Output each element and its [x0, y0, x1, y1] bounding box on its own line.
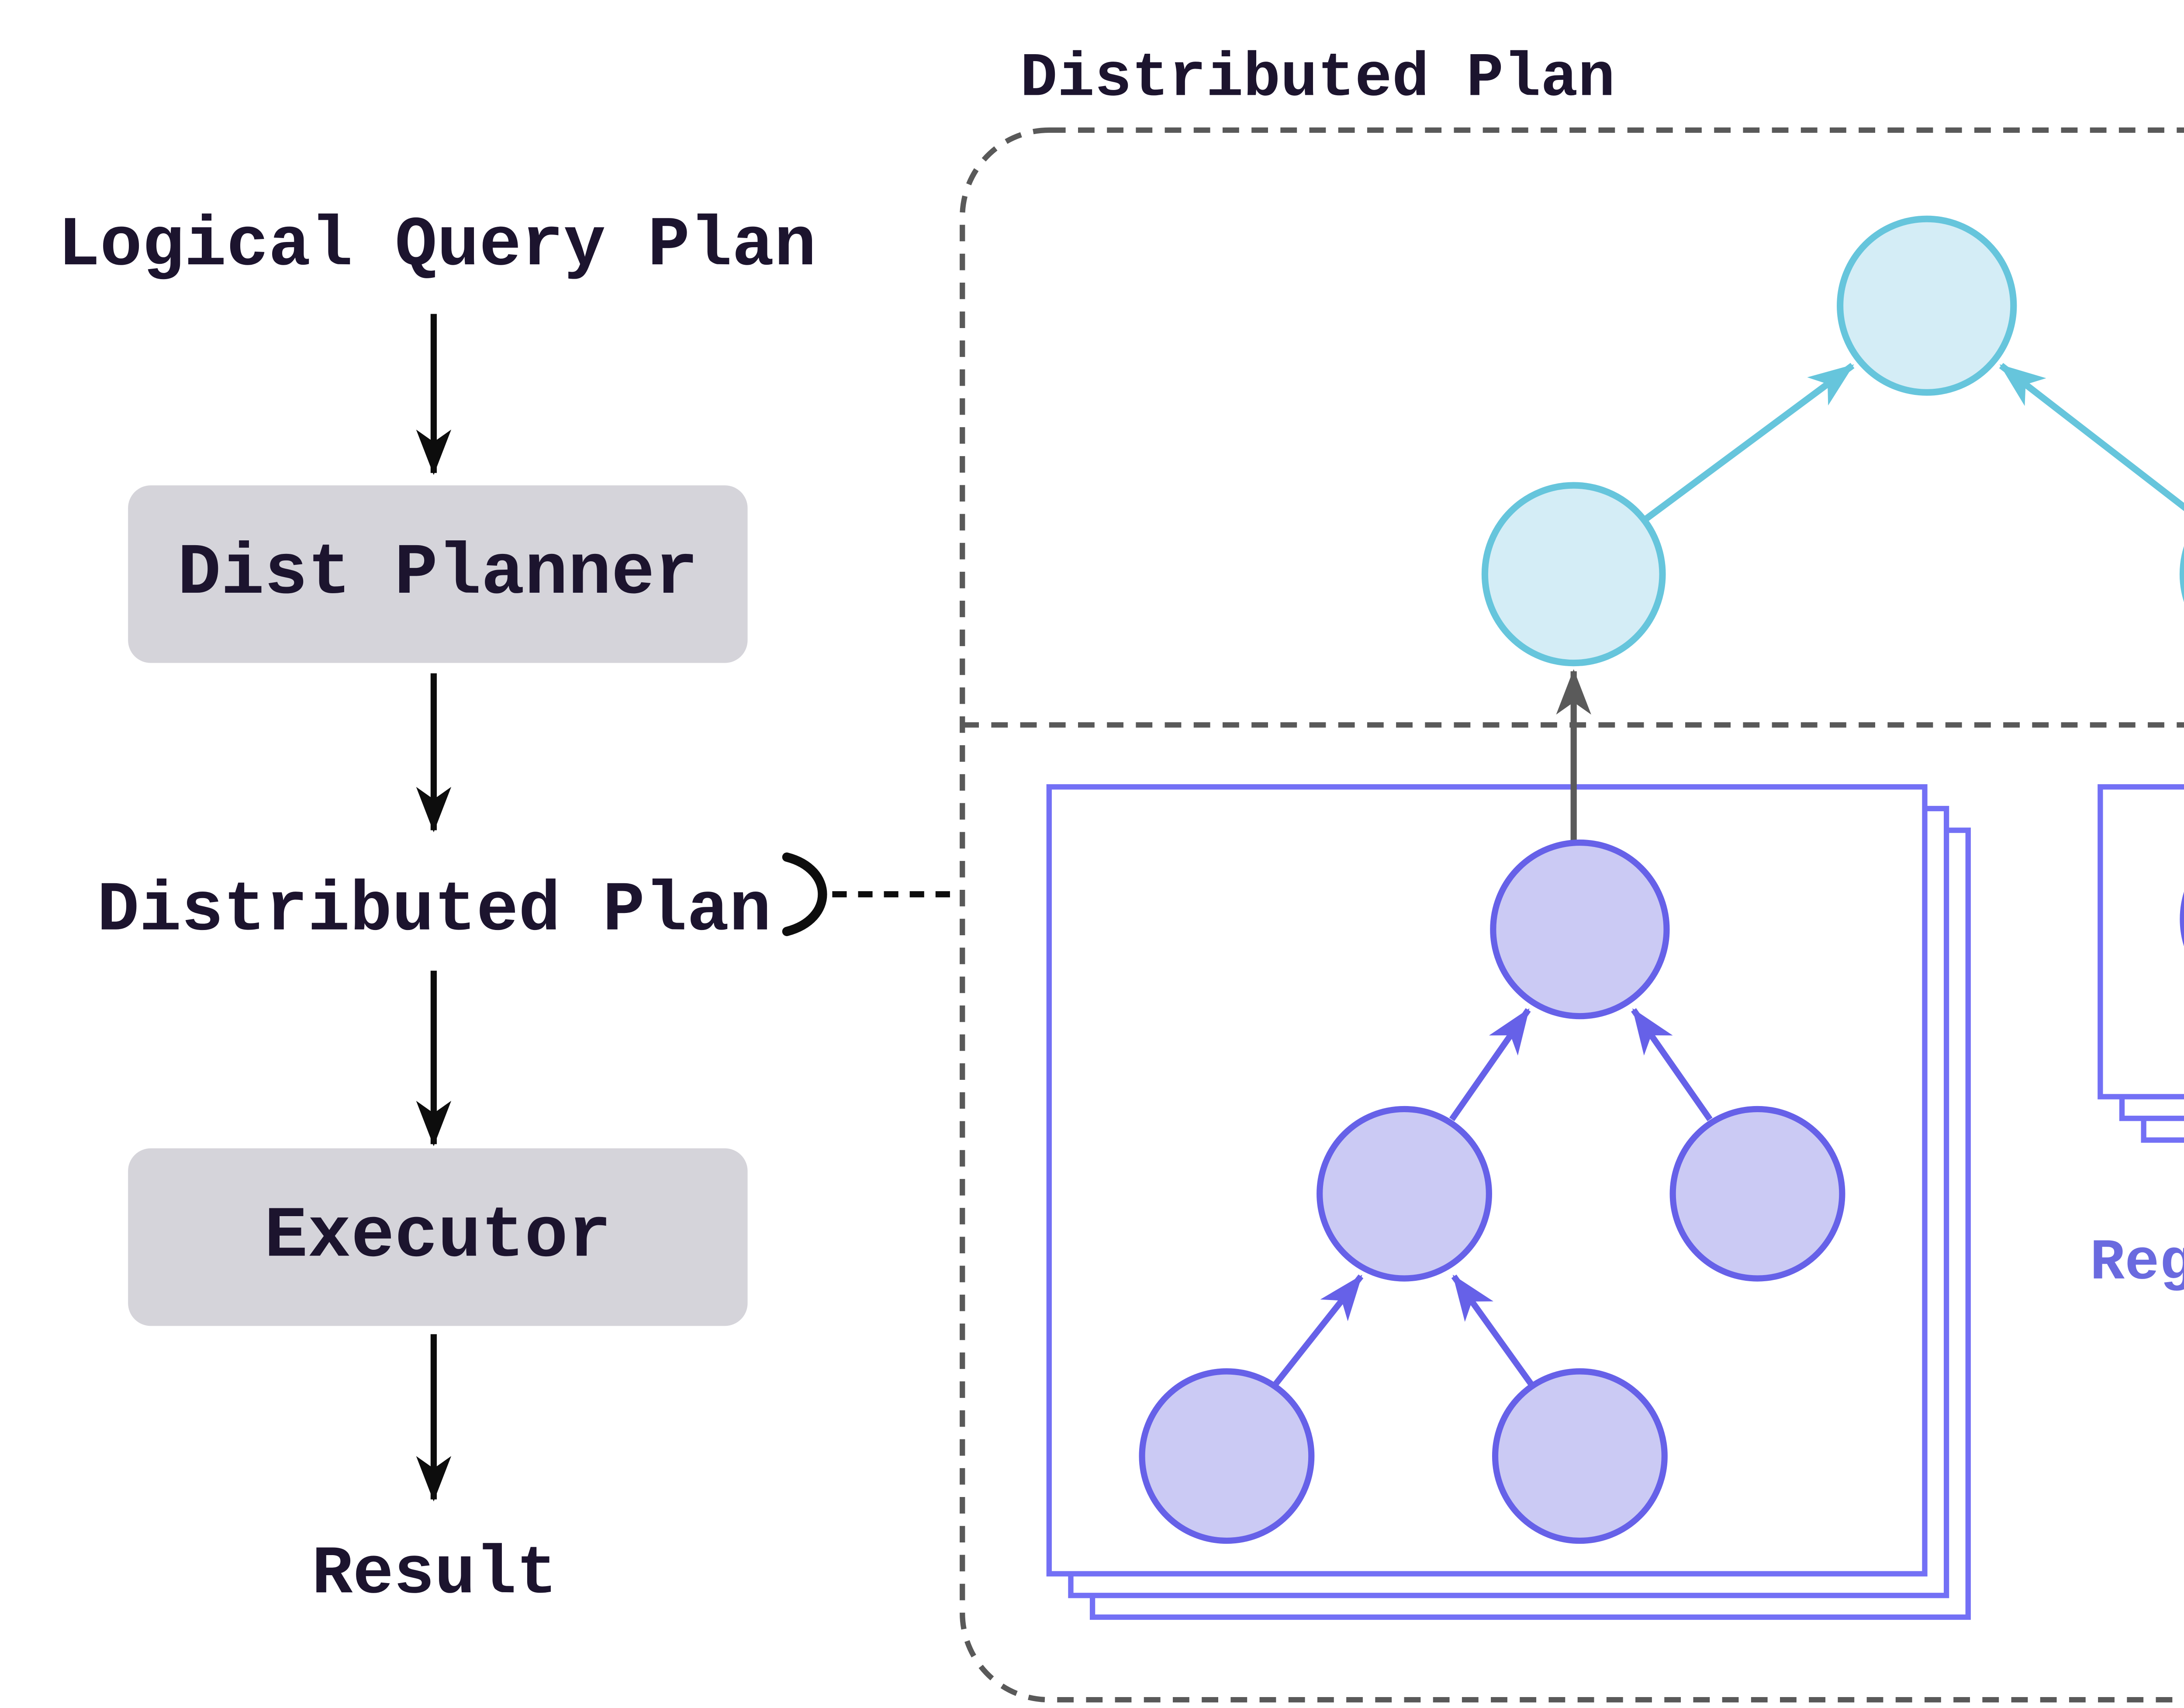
datanode-plan-tree: [1139, 839, 1845, 1544]
distributed-plan-panel-title: Distributed Plan: [1020, 45, 1615, 116]
logical-query-plan-label: Logical Query Plan: [58, 208, 816, 287]
frontend-node-right: [2179, 546, 2184, 602]
executor-label: Executor: [264, 1196, 612, 1279]
frontend-plan-tree: [1481, 215, 2184, 667]
plan-node-root: [1490, 839, 1670, 1020]
plan-node-right-region: [2180, 892, 2184, 947]
frontend-node-root: [1837, 215, 2017, 396]
frontend-node-left: [1481, 482, 1666, 667]
plan-node-leaf-left: [1139, 1368, 1315, 1544]
executor-box: Executor: [128, 1148, 748, 1326]
plan-node-mid-left: [1317, 1106, 1492, 1282]
arrow-frontend-left-to-root: [1641, 363, 1855, 523]
regions-label: Regions: [2090, 1233, 2184, 1297]
plan-node-leaf-right: [1492, 1368, 1668, 1544]
right-region-stack: [2098, 784, 2184, 1143]
dist-planner-label: Dist Planner: [177, 532, 698, 615]
distributed-plan-label: Distributed Plan: [97, 873, 771, 952]
right-region-stack-front: [2098, 784, 2184, 1099]
arrow-leaf-left-to-mid: [1272, 1274, 1364, 1388]
arrow-frontend-right-to-root: [1999, 363, 2184, 512]
arrow-leaf-right-to-mid: [1451, 1274, 1535, 1388]
distributed-plan-container: [960, 127, 2184, 1703]
distributed-plan-paren: [782, 852, 827, 936]
arrow-mid-right-to-root: [1631, 1008, 1713, 1121]
plan-node-mid-right: [1669, 1106, 1845, 1282]
result-label: Result: [311, 1536, 557, 1613]
arrow-mid-left-to-root: [1449, 1008, 1531, 1121]
dist-planner-box: Dist Planner: [128, 485, 748, 663]
